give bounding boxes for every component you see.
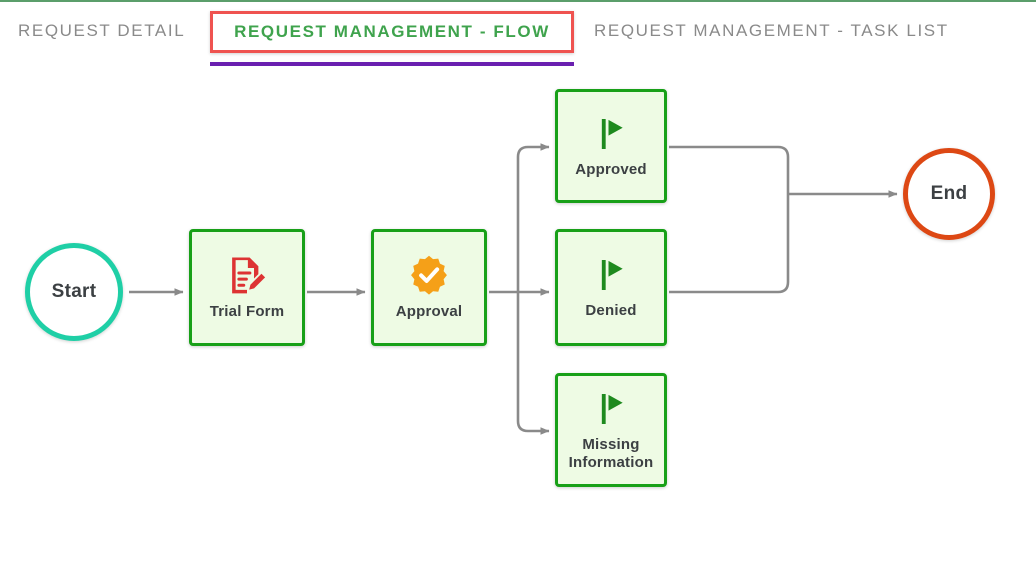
- tab-request-management-flow-label: REQUEST MANAGEMENT - FLOW: [234, 22, 550, 41]
- tab-request-management-flow[interactable]: REQUEST MANAGEMENT - FLOW: [210, 11, 574, 53]
- node-missing-information-label-line2: Information: [568, 453, 654, 471]
- flag-icon: [591, 389, 631, 429]
- edge-approved-to-merge: [669, 145, 790, 194]
- node-trial-form[interactable]: Trial Form: [189, 229, 305, 346]
- node-approved-label: Approved: [575, 160, 647, 178]
- flow-diagram-canvas: Start Trial Form Approval: [0, 70, 1036, 573]
- edge-denied-to-merge: [669, 194, 790, 294]
- node-trial-form-label: Trial Form: [209, 303, 285, 320]
- tab-request-detail[interactable]: REQUEST DETAIL: [18, 21, 186, 40]
- node-missing-information-label: Missing Information: [569, 436, 654, 472]
- tab-bar: REQUEST DETAIL REQUEST MANAGEMENT - FLOW…: [0, 2, 1036, 70]
- flow-connectors: [129, 143, 898, 435]
- top-accent-rule: [0, 0, 1036, 2]
- node-missing-information-label-line1: Missing: [582, 435, 640, 453]
- node-end-label: End: [930, 183, 968, 204]
- node-end[interactable]: End: [903, 148, 995, 240]
- node-start-label: Start: [51, 281, 97, 302]
- node-start[interactable]: Start: [25, 243, 123, 341]
- node-approved[interactable]: Approved: [555, 89, 667, 203]
- node-approval-label: Approval: [395, 303, 463, 320]
- document-edit-icon: [226, 254, 268, 296]
- flag-icon: [591, 114, 631, 154]
- node-denied[interactable]: Denied: [555, 229, 667, 346]
- node-approval[interactable]: Approval: [371, 229, 487, 346]
- approval-badge-icon: [408, 254, 450, 296]
- node-missing-information[interactable]: Missing Information: [555, 373, 667, 487]
- node-denied-label: Denied: [585, 302, 637, 319]
- edge-approval-to-missing-information: [516, 292, 550, 435]
- edge-approval-to-approved: [516, 143, 550, 292]
- flag-icon: [591, 255, 631, 295]
- active-tab-underline: [210, 62, 574, 66]
- tab-request-management-task-list[interactable]: REQUEST MANAGEMENT - TASK LIST: [594, 21, 949, 40]
